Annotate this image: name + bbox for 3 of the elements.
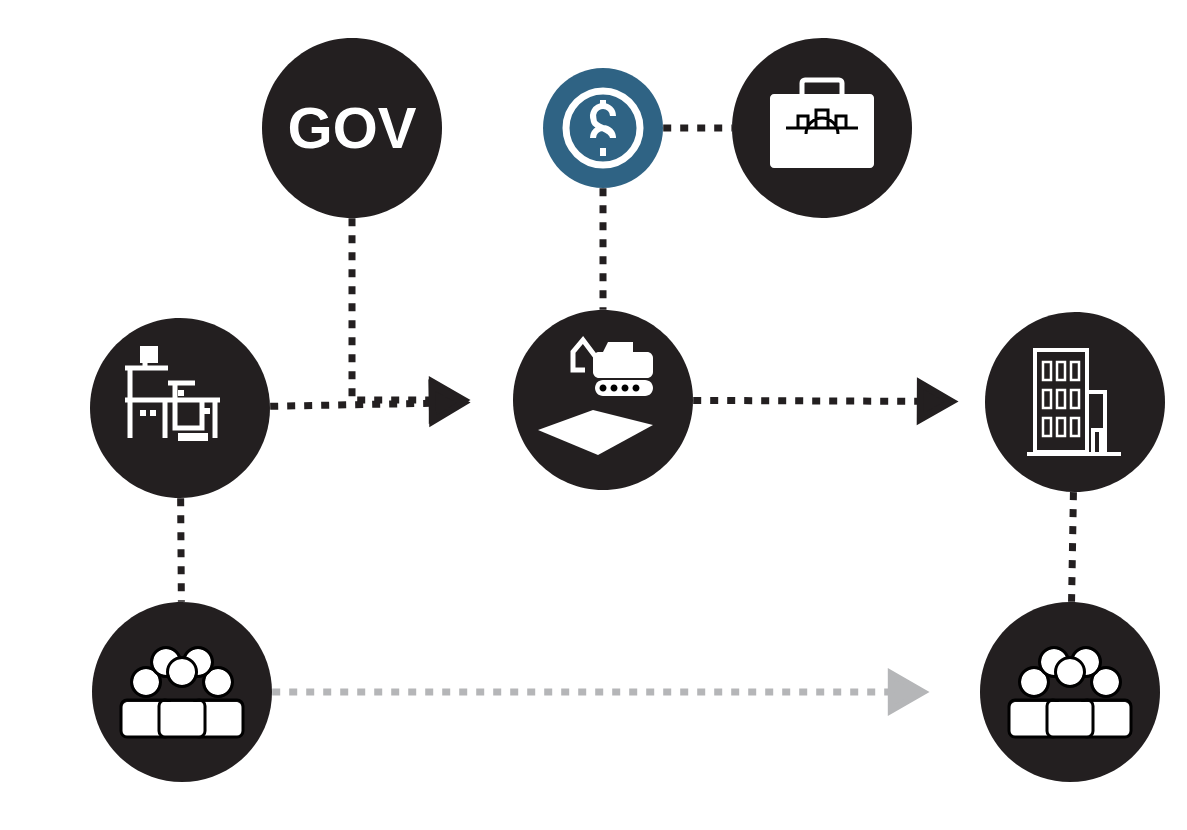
icon-circle [90, 318, 270, 498]
icon-circle [985, 312, 1165, 492]
icon-circle [543, 68, 663, 188]
